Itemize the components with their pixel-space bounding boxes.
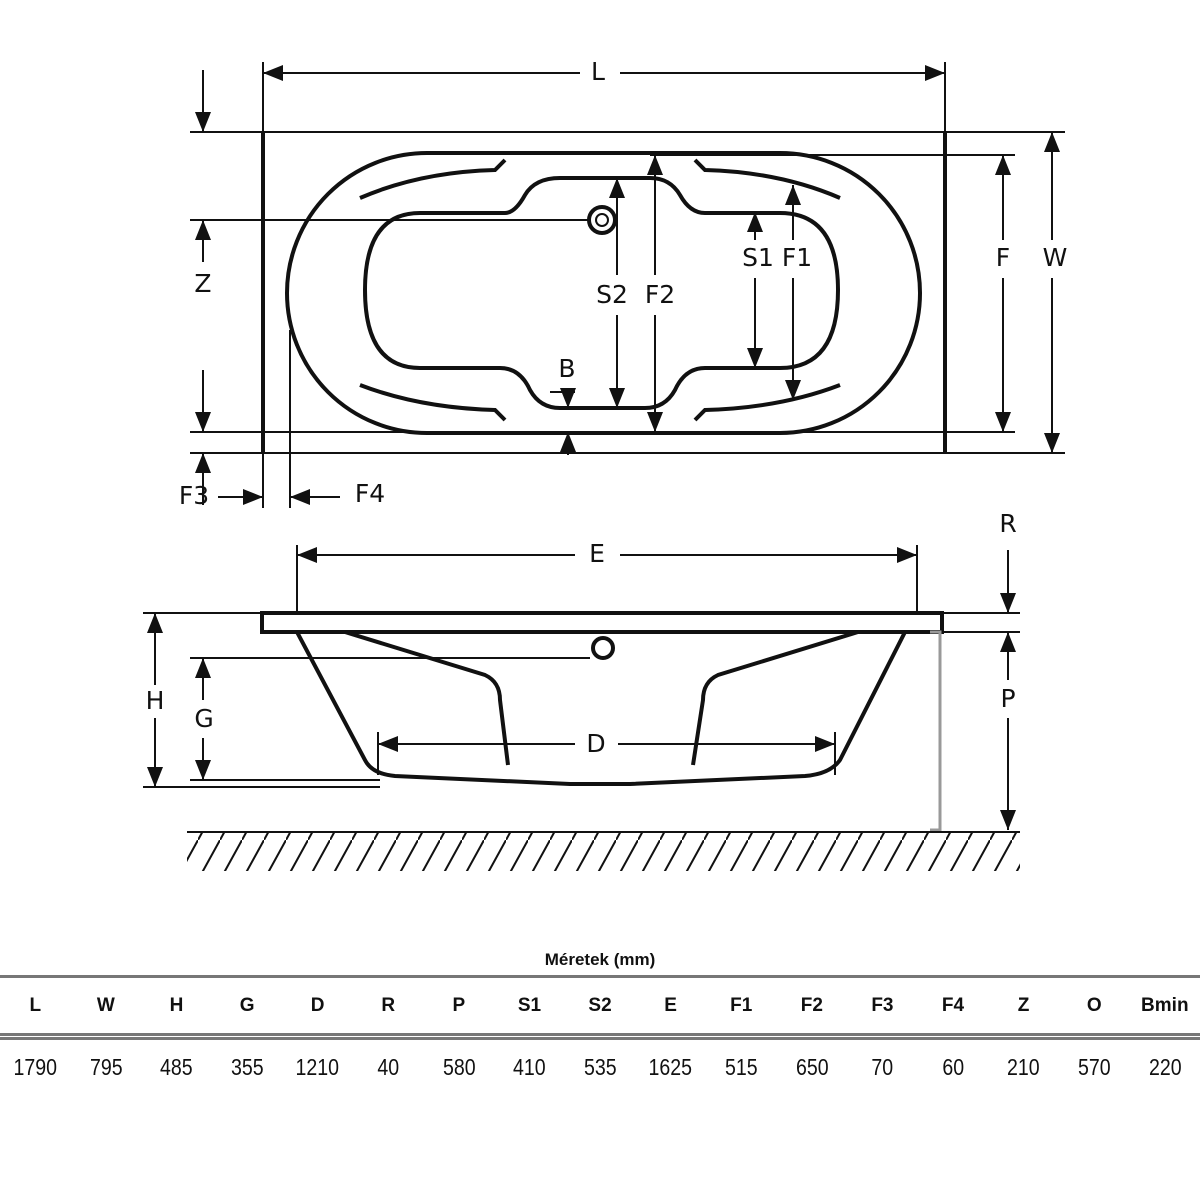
label-H: H [146,686,165,715]
label-S2: S2 [596,280,628,309]
label-F2: F2 [645,280,675,309]
table-header-cell: E [664,994,677,1016]
table-cell: 40 [377,1054,400,1080]
bathtub-drawing: L F W Z S2 F2 S1 F1 B F3 F4 [143,57,1068,871]
drain-icon [587,205,617,235]
table-header-cell: R [381,994,396,1016]
table-cell: 210 [1007,1054,1040,1080]
table-header-cell: D [310,994,325,1016]
table-cell: 410 [513,1054,546,1080]
table-cell: 570 [1077,1054,1111,1080]
table-cell: 1625 [648,1054,693,1080]
label-L: L [591,57,605,86]
table-cell: 355 [230,1054,264,1080]
table-header-cell: Z [1017,994,1030,1016]
table-cell: 485 [160,1054,193,1080]
label-P: P [1000,684,1015,713]
table-header-cell: P [452,994,466,1016]
tub-outer-rim [285,151,922,435]
label-E: E [589,539,605,568]
table-header-cell: F1 [730,994,753,1016]
table-cell: 535 [583,1054,617,1080]
tub-body [295,631,907,786]
label-D: D [586,729,605,758]
table-cell: 1210 [295,1054,340,1080]
table-header-cell: Bmin [1141,994,1189,1016]
table-cell: 650 [795,1054,829,1080]
table-header-cell: F4 [941,994,965,1016]
label-F: F [996,243,1010,272]
tub-rim [260,611,944,634]
table-header-row: L W H G D R P S1 S2 E F1 F2 F3 F4 Z O Bmin [0,978,1200,1033]
table-header-cell: L [29,994,42,1016]
label-B: B [558,354,575,383]
floor-hatch [187,833,1020,871]
label-F3: F3 [179,481,209,510]
table-cell: 795 [89,1054,123,1080]
table-header-cell: W [96,994,115,1016]
table-cell: 220 [1148,1054,1182,1080]
table-header-cell: G [239,994,255,1016]
table-cell: 580 [442,1054,476,1080]
table-values-row: 1790 795 485 355 1210 40 580 410 535 1625 515 650 70… [0,1040,1200,1095]
table-header-cell: S1 [517,994,542,1016]
table-header-cell: F2 [800,994,823,1016]
table-cell: 60 [942,1054,964,1080]
label-G: G [194,704,213,733]
table-title: Méretek (mm) [544,950,656,969]
table-cell: 515 [724,1054,758,1080]
label-F1: F1 [782,243,812,272]
tub-inner-basin [362,176,841,410]
table-header-cell: H [169,994,184,1016]
table-cell: 70 [871,1054,894,1080]
table-header-cell: F3 [871,994,894,1016]
table-header-cell: O [1086,994,1102,1016]
label-R: R [999,509,1016,538]
table-header-cell: S2 [588,994,612,1016]
side-view: E H G D R P [143,509,1020,871]
label-S1: S1 [742,243,774,272]
label-W: W [1043,243,1068,272]
top-view: L F W Z S2 F2 S1 F1 B F3 F4 [179,57,1068,510]
table-cell: 1790 [13,1054,58,1080]
label-F4: F4 [355,479,385,508]
label-Z: Z [194,269,211,298]
